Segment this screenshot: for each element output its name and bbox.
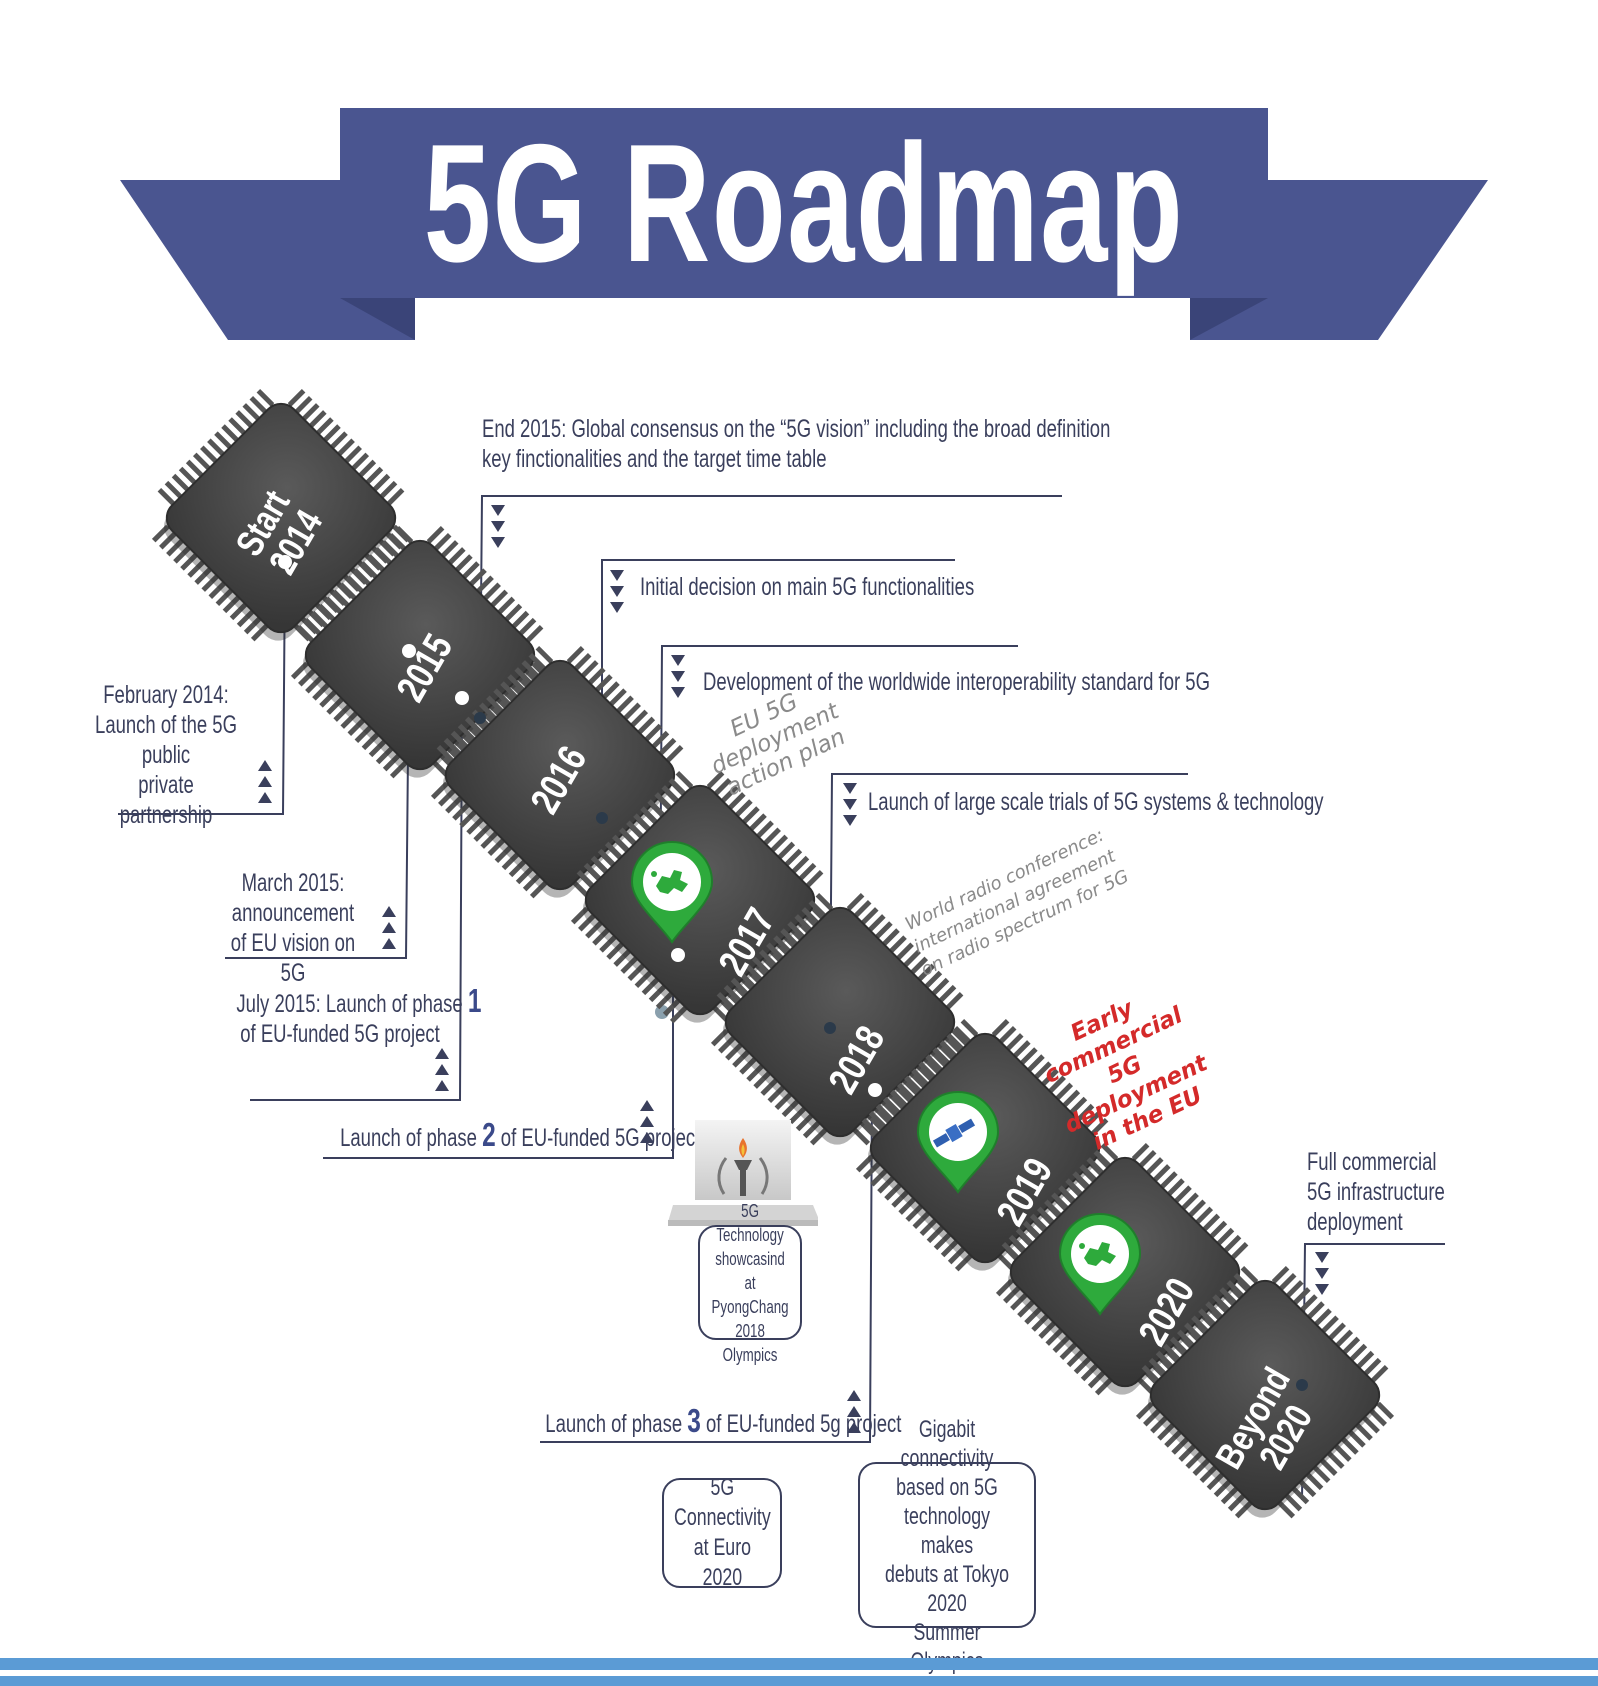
box-pyeongchang: 5G Technology showcasind at PyongChang 2…: [698, 1201, 802, 1365]
title-banner: [120, 108, 1488, 340]
down-arrows-icon: [843, 783, 857, 826]
milestone-phase-3-text: Launch of phase: [545, 1410, 683, 1438]
box-euro-2020: 5G Connectivity at Euro 2020: [662, 1474, 782, 1591]
line-phase3: [540, 1087, 873, 1443]
down-arrows-icon: [1315, 1252, 1329, 1295]
phase-number-1: 1: [467, 982, 482, 1019]
box-euro-2020-text: 5G Connectivity at Euro 2020: [673, 1474, 771, 1591]
satellite-pin: [916, 1090, 1000, 1194]
europe-map-icon: [1079, 1242, 1116, 1266]
timeline-dot: [671, 948, 685, 962]
connector-dot-2017: [655, 1005, 669, 1019]
page-title: 5G Roadmap: [423, 108, 1185, 297]
down-arrows-icon: [491, 505, 505, 548]
milestone-phase-2: Launch of phase 2 of EU-funded 5G projec…: [340, 1118, 700, 1153]
europe-map-pin: [630, 840, 714, 944]
chip-beyond-2020: [1135, 1265, 1395, 1519]
milestone-feb-2014: February 2014: Launch of the 5G public p…: [95, 681, 237, 829]
down-arrows-icon: [671, 655, 685, 698]
milestone-jul-2015: July 2015: Launch of phase 1 of EU-funde…: [236, 984, 481, 1049]
footer-stripe-bottom: [0, 1676, 1598, 1686]
up-arrows-icon: [435, 1048, 449, 1091]
phase-number-2: 2: [482, 1116, 496, 1153]
banner-left-fold: [340, 298, 415, 340]
banner-main: [340, 108, 1268, 298]
box-pyeongchang-text: 5G Technology showcasind at PyongChang 2…: [711, 1200, 789, 1365]
milestone-full-commercial: Full commercial 5G infrastructure deploy…: [1307, 1148, 1445, 1236]
timeline-dot: [474, 712, 486, 724]
timeline-dot: [455, 691, 469, 705]
up-arrows-icon: [640, 1100, 654, 1143]
milestone-jul-2015-text: July 2015: Launch of phase: [236, 990, 463, 1018]
milestone-phase-3-suffix: of EU-funded 5g project: [705, 1410, 902, 1438]
up-arrows-icon: [382, 906, 396, 949]
phase-number-3: 3: [687, 1402, 701, 1439]
milestone-mar-2015: March 2015: announcement of EU vision on…: [230, 869, 356, 987]
europe-map-pin: [1058, 1212, 1142, 1316]
timeline-dot: [824, 1022, 836, 1034]
box-tokyo-2020: Gigabit connectivity based on 5G technol…: [858, 1416, 1036, 1675]
up-arrows-icon: [258, 760, 272, 803]
milestone-phase-3: Launch of phase 3 of EU-funded 5g projec…: [545, 1404, 901, 1439]
line-jul2015: [250, 697, 463, 1101]
olympic-torch-icon: [668, 1120, 818, 1226]
milestone-phase-2-suffix: of EU-funded 5G project: [500, 1124, 701, 1152]
footer-stripe-top: [0, 1658, 1598, 1670]
timeline-dot: [402, 644, 416, 658]
satellite-icon: [932, 1118, 976, 1148]
milestone-development: Development of the worldwide interoperab…: [703, 668, 1210, 696]
milestone-jul-2015-suffix: of EU-funded 5G project: [240, 1020, 440, 1048]
down-arrows-icon: [610, 570, 624, 613]
europe-map-icon: [651, 870, 688, 894]
milestone-large-trials: Launch of large scale trials of 5G syste…: [868, 788, 1324, 816]
chip-2016: [430, 645, 690, 899]
timeline-dot: [596, 812, 608, 824]
banner-right-fold: [1190, 298, 1268, 340]
milestone-initial-decision: Initial decision on main 5G functionalit…: [640, 573, 975, 601]
timeline-dot: [1296, 1379, 1308, 1391]
timeline-dot: [278, 555, 292, 569]
milestone-phase-2-text: Launch of phase: [340, 1124, 477, 1152]
up-arrows-icon: [847, 1390, 861, 1433]
chip-2018: [710, 892, 970, 1146]
line-feb2014: [118, 561, 286, 815]
box-tokyo-2020-text: Gigabit connectivity based on 5G technol…: [884, 1415, 1010, 1675]
timeline-dot: [868, 1083, 882, 1097]
milestone-end-2015: End 2015: Global consensus on the “5G vi…: [482, 415, 1111, 473]
